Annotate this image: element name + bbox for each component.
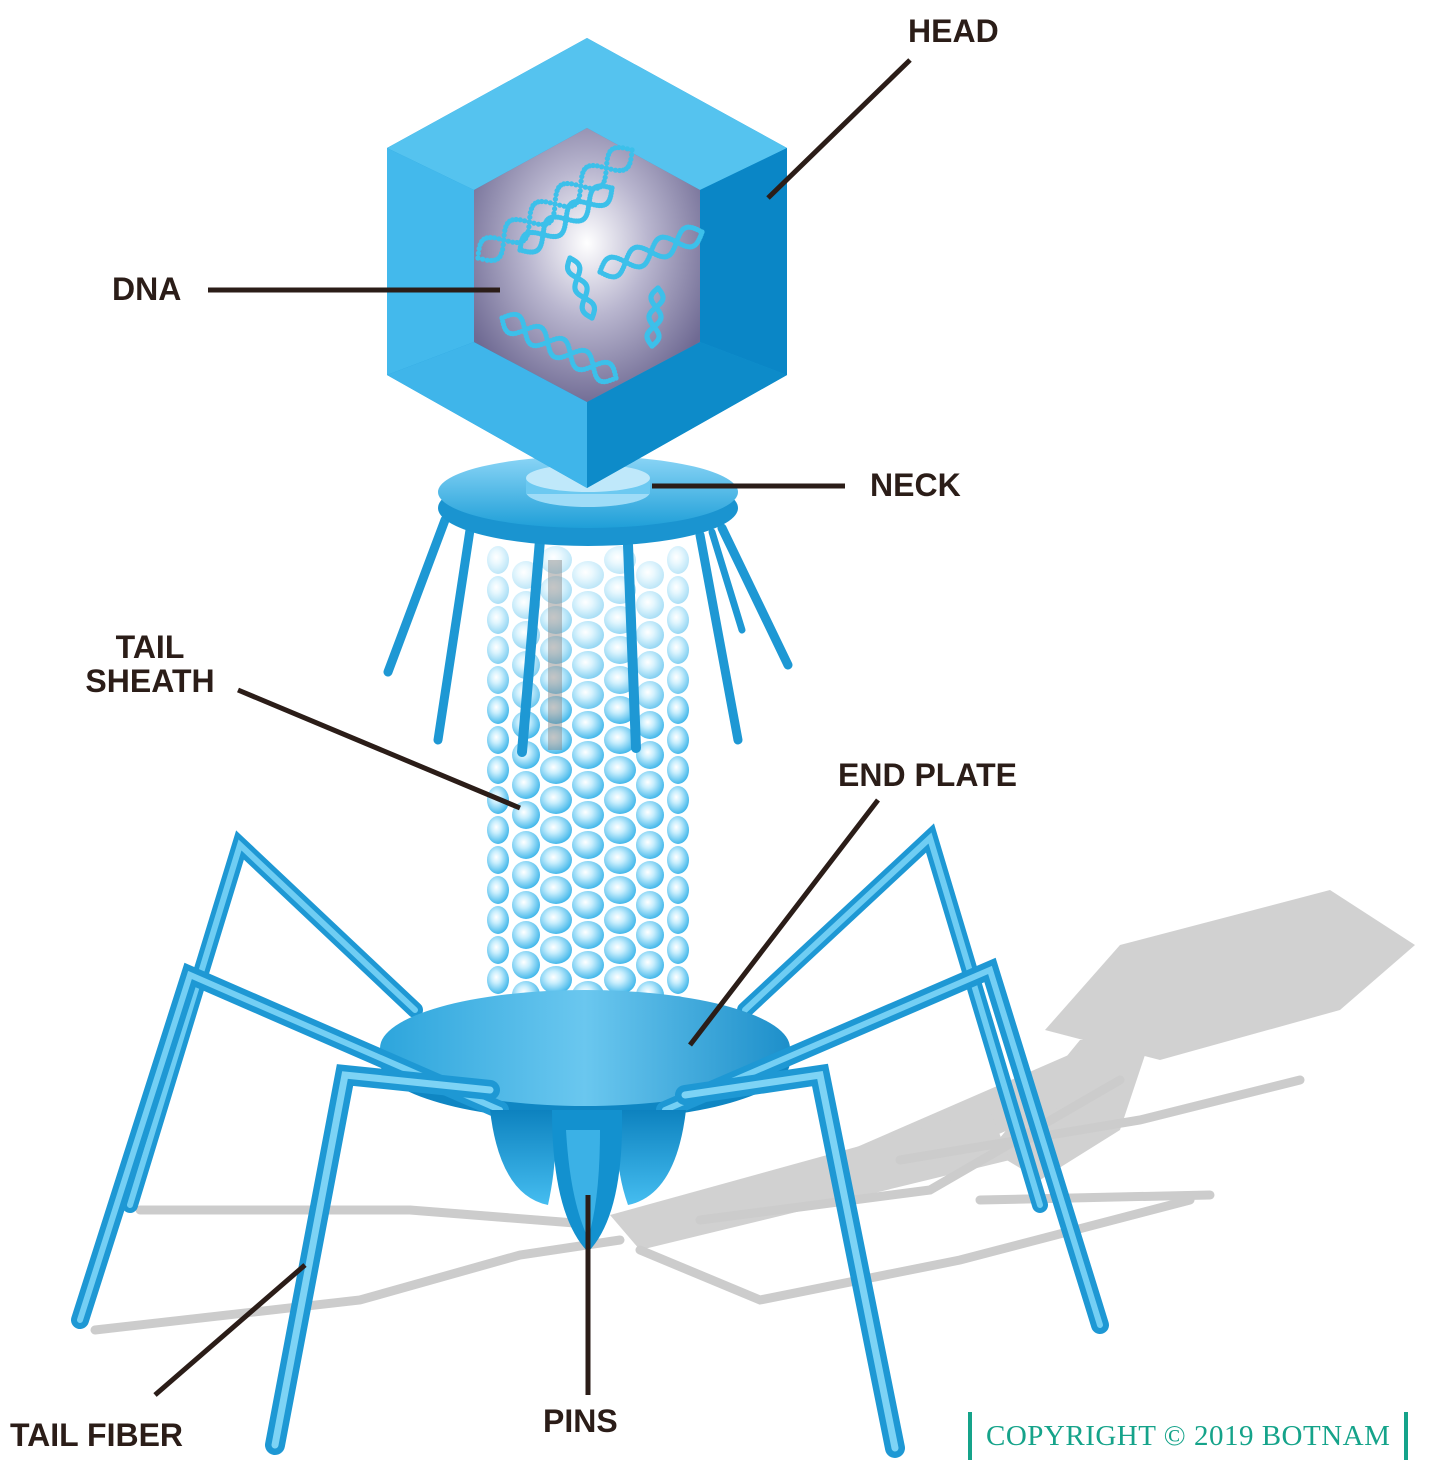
sheath-bead [487, 816, 509, 844]
sheath-bead [636, 681, 664, 709]
sheath-bead [604, 846, 636, 874]
sheath-bead [572, 771, 604, 799]
sheath-bead [667, 696, 689, 724]
sheath-bead [540, 876, 572, 904]
sheath-bead [540, 936, 572, 964]
sheath-bead [540, 786, 572, 814]
copyright-notice: COPYRIGHT © 2019 BOTNAM [968, 1412, 1408, 1460]
sheath-bead [604, 936, 636, 964]
sheath-bead [487, 666, 509, 694]
sheath-bead [636, 861, 664, 889]
sheath-bead [636, 891, 664, 919]
sheath-bead [604, 876, 636, 904]
sheath-bead [572, 951, 604, 979]
inner-tube-shadow [548, 560, 562, 750]
sheath-bead [487, 636, 509, 664]
sheath-bead [667, 876, 689, 904]
sheath-bead [667, 576, 689, 604]
capsid-head [387, 38, 787, 488]
sheath-bead [540, 846, 572, 874]
sheath-bead [572, 681, 604, 709]
sheath-bead [487, 846, 509, 874]
label-tail-sheath-line1: TAIL [78, 630, 222, 664]
head-leader [768, 60, 910, 198]
sheath-bead [540, 816, 572, 844]
sheath-bead [540, 966, 572, 994]
label-neck: NECK [870, 468, 961, 502]
sheath-bead [667, 756, 689, 784]
sheath-bead [512, 831, 540, 859]
end-plate [380, 990, 790, 1120]
sheath-bead [487, 906, 509, 934]
sheath-bead [487, 876, 509, 904]
sheath-bead [636, 561, 664, 589]
label-end-plate: END PLATE [838, 758, 1017, 792]
sheath-bead [572, 591, 604, 619]
sheath-bead [540, 756, 572, 784]
sheath-bead [572, 621, 604, 649]
sheath-bead [487, 936, 509, 964]
sheath-bead [636, 771, 664, 799]
sheath-bead [572, 831, 604, 859]
sheath-bead [667, 636, 689, 664]
sheath-bead [487, 756, 509, 784]
sheath-bead [572, 891, 604, 919]
sheath-bead [512, 951, 540, 979]
label-pins: PINS [543, 1404, 618, 1438]
sheath-bead [604, 906, 636, 934]
sheath-bead [667, 786, 689, 814]
sheath-bead [487, 696, 509, 724]
sheath-bead [512, 861, 540, 889]
sheath-bead [572, 801, 604, 829]
sheath-bead [487, 576, 509, 604]
sheath-bead [636, 831, 664, 859]
sheath-bead [667, 546, 689, 574]
sheath-bead [512, 771, 540, 799]
sheath-bead [604, 786, 636, 814]
sheath-bead [572, 861, 604, 889]
label-tail-fiber: TAIL FIBER [10, 1418, 183, 1452]
label-tail-sheath: TAIL SHEATH [78, 630, 222, 698]
sheath-bead [667, 816, 689, 844]
label-head: HEAD [908, 14, 999, 48]
sheath-bead [636, 921, 664, 949]
sheath-bead [487, 546, 509, 574]
sheath-bead [572, 711, 604, 739]
sheath-bead [572, 561, 604, 589]
sheath-bead [572, 651, 604, 679]
tail-sheath-leader [238, 690, 520, 808]
sheath-bead [487, 726, 509, 754]
label-tail-sheath-line2: SHEATH [78, 664, 222, 698]
sheath-bead [636, 801, 664, 829]
sheath-bead [636, 621, 664, 649]
sheath-bead [636, 951, 664, 979]
sheath-bead [487, 606, 509, 634]
label-dna: DNA [112, 272, 181, 306]
sheath-bead [667, 966, 689, 994]
sheath-bead [667, 606, 689, 634]
sheath-bead [604, 756, 636, 784]
sheath-bead [667, 906, 689, 934]
sheath-bead [540, 906, 572, 934]
sheath-bead [572, 921, 604, 949]
sheath-bead [667, 936, 689, 964]
sheath-bead [512, 891, 540, 919]
sheath-bead [667, 846, 689, 874]
sheath-bead [604, 816, 636, 844]
sheath-bead [604, 966, 636, 994]
sheath-bead [636, 651, 664, 679]
sheath-bead [512, 921, 540, 949]
sheath-bead [667, 726, 689, 754]
sheath-bead [667, 666, 689, 694]
sheath-bead [487, 966, 509, 994]
sheath-bead [636, 591, 664, 619]
sheath-bead [572, 741, 604, 769]
